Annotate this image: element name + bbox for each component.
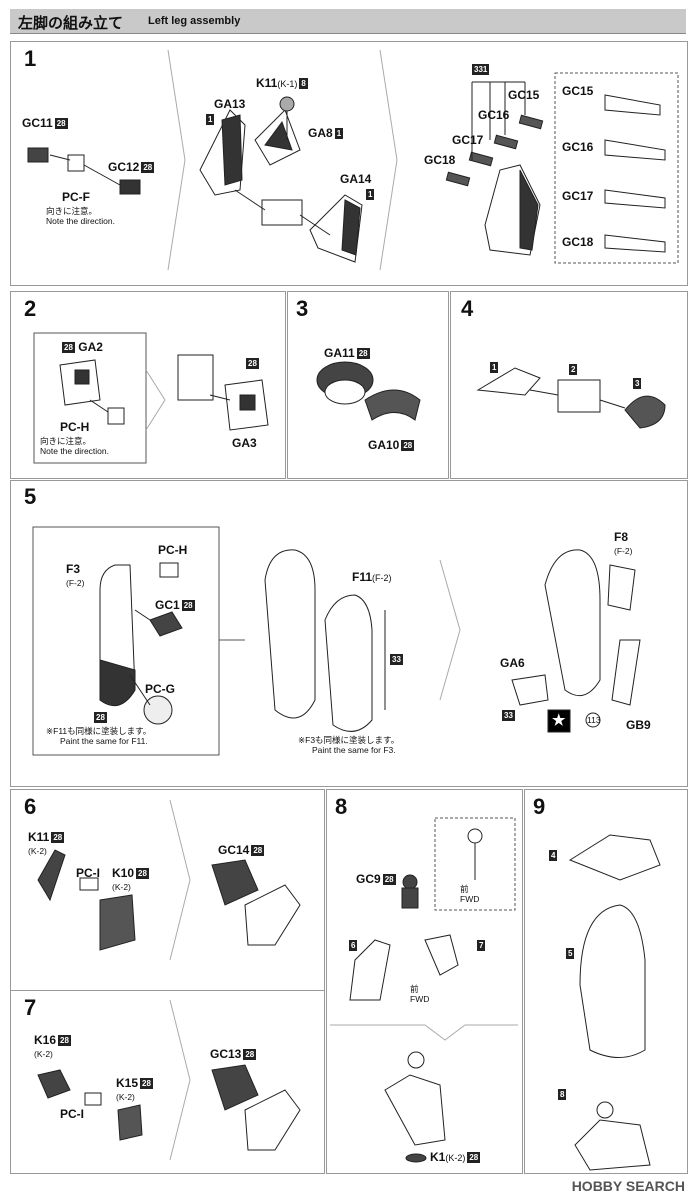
step3-panel: [287, 291, 449, 479]
part-label-k1: K1(K-2)28: [430, 1150, 481, 1164]
part-sub-k10: (K-2): [112, 882, 131, 892]
sub-step-2: 2: [569, 364, 578, 376]
note-direction-1: 向きに注意。Note the direction.: [46, 206, 115, 226]
badge-28-f3: 28: [94, 712, 107, 724]
part-label-pcg: PC-G: [145, 682, 175, 696]
part-label-ga3-badge: 28: [246, 358, 259, 370]
step8-panel: [326, 789, 523, 1174]
sub-step-5: 5: [566, 948, 575, 960]
step2-panel: [10, 291, 286, 479]
step-number-3: 3: [296, 296, 309, 321]
part-label-pch-5: PC-H: [158, 543, 188, 557]
part-sub-k11-6: (K-2): [28, 846, 47, 856]
part-label-ga6: GA6: [500, 656, 525, 670]
box-label-gc18: GC18: [562, 235, 594, 249]
section-header: 左脚の組み立て Left leg assembly: [10, 9, 686, 34]
sub-step-7: 7: [477, 940, 486, 952]
part-label-gb9: GB9: [626, 718, 651, 732]
box-label-gc16: GC16: [562, 140, 594, 154]
part-label-gc16: GC16: [478, 108, 510, 122]
step-number-8: 8: [335, 794, 348, 819]
step4-panel: [450, 291, 688, 479]
title-en: Left leg assembly: [148, 15, 241, 27]
sub-step-4: 4: [549, 850, 558, 862]
part-label-pch: PC-H: [60, 420, 90, 434]
sub-step-1: 1: [490, 362, 499, 374]
note-paint-f11: ※F11も同様に塗装します。Paint the same for F11.: [46, 726, 152, 746]
sub-step-6: 6: [349, 940, 358, 952]
star-icon: ★: [552, 712, 566, 729]
box-label-gc15: GC15: [562, 84, 594, 98]
watermark: HOBBY SEARCH: [571, 1178, 685, 1194]
step-number-2: 2: [24, 296, 37, 321]
badge-ga13: 1: [206, 114, 215, 126]
part-label-f11: F11(F-2): [352, 570, 392, 584]
step-number-5: 5: [24, 484, 37, 509]
step-number-6: 6: [24, 794, 37, 819]
part-sub-k16: (K-2): [34, 1049, 53, 1059]
step1-panel: [10, 41, 688, 286]
note-paint-f3: ※F3も同様に塗装します。Paint the same for F3.: [298, 735, 400, 755]
badge-ga6: 33: [502, 710, 515, 722]
part-label-pci-6: PC-I: [76, 866, 100, 880]
step7-panel: [10, 990, 325, 1174]
part-label-f8: F8: [614, 530, 629, 544]
part-label-ga13: GA13: [214, 97, 246, 111]
part-sub-f3: (F-2): [66, 578, 85, 588]
step-number-4: 4: [461, 296, 474, 321]
part-label-gc17: GC17: [452, 133, 484, 147]
badge-331: 331: [472, 64, 490, 76]
part-label-ga2: 28 GA2: [62, 340, 103, 354]
part-label-f3: F3: [66, 562, 81, 576]
box-label-gc17: GC17: [562, 189, 594, 203]
part-label-pcf: PC-F: [62, 190, 90, 204]
sub-step-8: 8: [558, 1089, 567, 1101]
step-number-9: 9: [533, 794, 546, 819]
part-label-ga3: GA3: [232, 436, 257, 450]
badge-ga14: 1: [366, 189, 375, 201]
step-number-7: 7: [24, 995, 37, 1020]
part-label-gc15: GC15: [508, 88, 540, 102]
part-sub-k15: (K-2): [116, 1092, 135, 1102]
part-sub-f8: (F-2): [614, 546, 633, 556]
step9-panel: [524, 789, 688, 1174]
part-label-ga14: GA14: [340, 172, 372, 186]
part-label-k11: K11(K-1)8: [256, 76, 308, 90]
note-direction-2: 向きに注意。Note the direction.: [40, 436, 109, 456]
part-label-pci-7: PC-I: [60, 1107, 84, 1121]
title-jp: 左脚の組み立て: [18, 14, 124, 32]
step-number-1: 1: [24, 46, 37, 71]
badge-33-f11: 33: [390, 654, 403, 666]
number-113: 113: [587, 715, 601, 725]
step5-panel: [10, 480, 688, 787]
part-label-gc18: GC18: [424, 153, 456, 167]
sub-step-3: 3: [633, 378, 642, 390]
